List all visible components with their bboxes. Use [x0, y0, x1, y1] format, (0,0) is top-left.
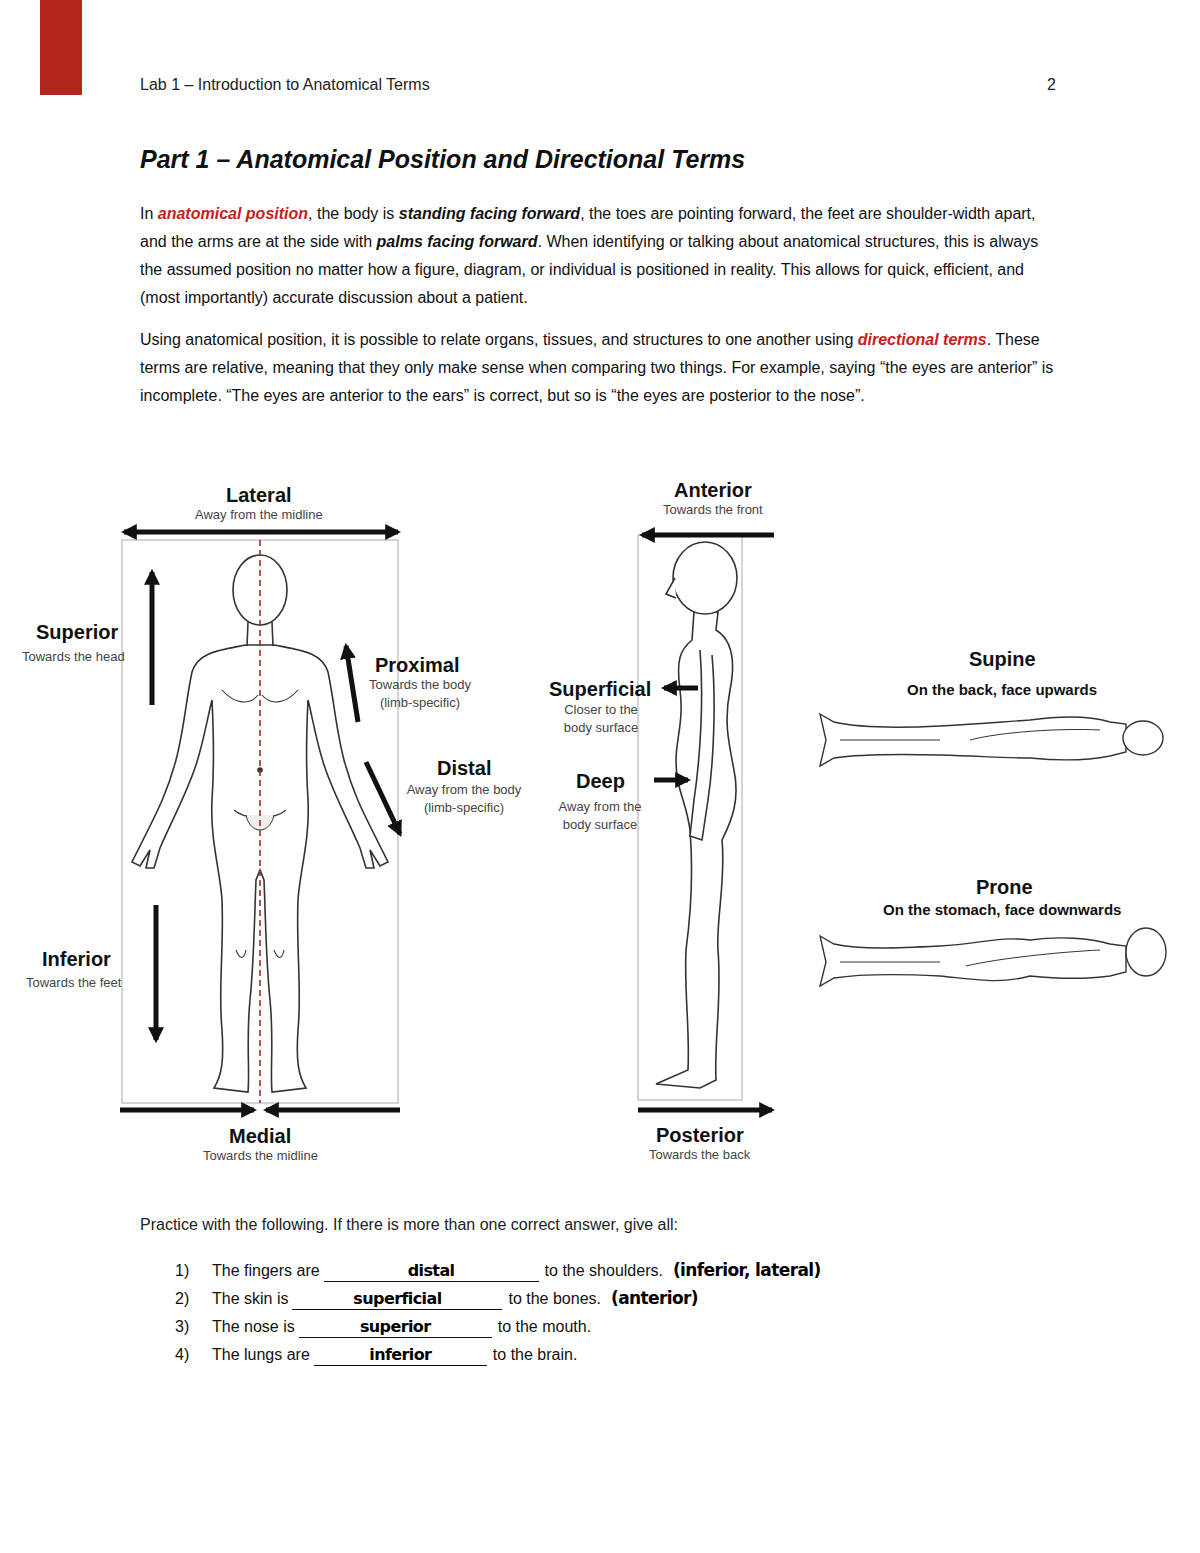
term-heading: Deep: [576, 770, 625, 792]
figure-frame: [638, 535, 742, 1100]
term-description: Closer to the body surface: [552, 701, 650, 737]
position-heading: Supine: [969, 648, 1036, 670]
term-heading: Lateral: [226, 484, 292, 506]
practice-row: 4)The lungs are inferior to the brain.: [175, 1345, 577, 1366]
direction-arrows: [120, 532, 774, 1110]
question-text: The skin is: [212, 1290, 288, 1308]
term-heading: Superficial: [549, 678, 651, 700]
question-text: The nose is: [212, 1318, 295, 1336]
item-number: 1): [175, 1262, 212, 1280]
term-heading: Superior: [36, 621, 118, 643]
question-text: The lungs are: [212, 1346, 310, 1364]
emphasis-term: palms facing forward: [377, 233, 538, 250]
term-heading: Medial: [229, 1125, 291, 1147]
handwritten-answer: superficial: [353, 1289, 441, 1308]
term-description: Towards the feet: [26, 974, 121, 992]
item-number: 4): [175, 1346, 212, 1364]
instruction-text: Practice with the following. If there is…: [140, 1216, 678, 1234]
term-heading: Anterior: [674, 479, 752, 501]
handwritten-answer: inferior: [369, 1345, 431, 1364]
handwritten-answer: superior: [360, 1317, 431, 1336]
paragraph: In anatomical position, the body is stan…: [140, 200, 1055, 312]
handwritten-answer: (anterior): [611, 1288, 698, 1308]
paragraph: Using anatomical position, it is possibl…: [140, 326, 1055, 410]
term-description: Towards the back: [649, 1146, 750, 1164]
question-text: to the brain.: [493, 1346, 578, 1364]
question-text: to the mouth.: [498, 1318, 591, 1336]
term-description: Towards the head: [22, 648, 125, 666]
practice-row: 3)The nose is superior to the mouth.: [175, 1317, 591, 1338]
term-heading: Distal: [437, 757, 491, 779]
position-heading: Prone: [976, 876, 1033, 898]
answer-blank: distal: [324, 1261, 539, 1282]
paragraph-text: In: [140, 205, 153, 222]
position-description: On the stomach, face downwards: [883, 901, 1121, 918]
emphasis-term: anatomical position: [158, 205, 308, 222]
term-heading: Inferior: [42, 948, 111, 970]
question-text: to the bones.: [508, 1290, 601, 1308]
practice-row: 1)The fingers are distal to the shoulders.…: [175, 1260, 821, 1282]
page-number: 2: [1047, 76, 1056, 94]
running-header: Lab 1 – Introduction to Anatomical Terms: [140, 76, 430, 94]
figure-frame: [122, 540, 398, 1103]
term-heading: Posterior: [656, 1124, 744, 1146]
item-number: 3): [175, 1318, 212, 1336]
term-description: Towards the midline: [203, 1147, 318, 1165]
header-bar: [40, 0, 82, 95]
practice-row: 2)The skin is superficial to the bones. (an…: [175, 1288, 698, 1310]
prone-figure: [820, 928, 1166, 986]
side-figure: [656, 542, 737, 1088]
term-description: Towards the body (limb-specific): [359, 676, 481, 712]
term-heading: Proximal: [375, 654, 459, 676]
paragraph-text: , the body is: [308, 205, 394, 222]
question-text: The fingers are: [212, 1262, 320, 1280]
term-description: Away from the midline: [195, 506, 323, 524]
position-description: On the back, face upwards: [907, 681, 1097, 698]
term-description: Towards the front: [663, 501, 763, 519]
supine-figure: [820, 714, 1163, 766]
answer-blank: superior: [299, 1317, 492, 1338]
answer-blank: superficial: [292, 1289, 502, 1310]
emphasis-term: standing facing forward: [399, 205, 580, 222]
handwritten-answer: distal: [408, 1261, 455, 1280]
handwritten-answer: (inferior, lateral): [673, 1260, 821, 1280]
item-number: 2): [175, 1290, 212, 1308]
question-text: to the shoulders.: [545, 1262, 663, 1280]
term-description: Away from the body (limb-specific): [397, 781, 531, 817]
term-description: Away from the body surface: [550, 798, 650, 834]
paragraph-text: Using anatomical position, it is possibl…: [140, 331, 853, 348]
answer-blank: inferior: [314, 1345, 487, 1366]
page-title: Part 1 – Anatomical Position and Directi…: [140, 145, 745, 174]
body-text: In anatomical position, the body is stan…: [140, 200, 1055, 424]
emphasis-term: directional terms: [858, 331, 987, 348]
midline: [259, 540, 261, 1103]
